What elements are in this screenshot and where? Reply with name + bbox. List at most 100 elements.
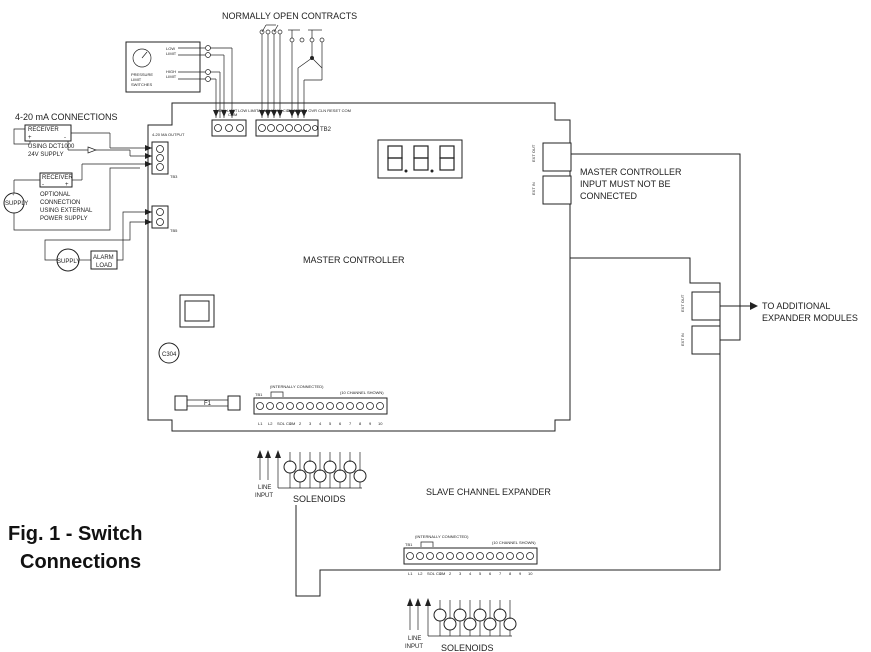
svg-text:4-20 MA OUTPUT: 4-20 MA OUTPUT xyxy=(152,132,185,137)
svg-text:8: 8 xyxy=(359,421,362,426)
svg-text:DV ALARM OVR CLN RESET COM: DV ALARM OVR CLN RESET COM xyxy=(287,108,351,113)
to-additional-label-1: TO ADDITIONAL xyxy=(762,301,830,311)
tb3-terminal-block: 4-20 MA OUTPUT TB3 TB5 xyxy=(151,132,185,233)
ma-connections-label: 4-20 mA CONNECTIONS xyxy=(15,112,118,122)
slave-line-input: LINE INPUT xyxy=(405,598,423,650)
svg-text:OPTIONAL: OPTIONAL xyxy=(40,192,71,198)
svg-text:C304: C304 xyxy=(162,352,177,358)
svg-text:L2: L2 xyxy=(268,421,273,426)
svg-text:TB2: TB2 xyxy=(320,127,332,133)
master-tb1-terminal-block: (INTERNALLY CONNECTED) (10 CHANNEL SHOWN… xyxy=(253,384,388,426)
alarm-load: ALARM LOAD xyxy=(90,250,118,270)
master-controller-board xyxy=(147,102,571,432)
svg-text:INPUT: INPUT xyxy=(405,644,423,650)
svg-text:HIGH: HIGH xyxy=(166,69,176,74)
svg-text:+: + xyxy=(28,135,32,141)
svg-text:EXT IN: EXT IN xyxy=(531,182,536,195)
svg-text:L2: L2 xyxy=(418,571,423,576)
svg-text:RECEIVER: RECEIVER xyxy=(28,127,59,133)
tb2-terminal-block: HIGH LIMIT COM LOW LIMIT ALARM/MSN COM M… xyxy=(211,108,351,137)
to-additional-label-2: EXPANDER MODULES xyxy=(762,313,858,323)
svg-text:+: + xyxy=(12,192,15,197)
svg-text:RECEIVER: RECEIVER xyxy=(42,175,73,181)
svg-text:SWITCHES: SWITCHES xyxy=(131,82,152,87)
svg-text:6: 6 xyxy=(339,421,342,426)
master-input-note-2: INPUT MUST NOT BE xyxy=(580,179,671,189)
svg-text:7: 7 xyxy=(349,421,352,426)
svg-text:TB1: TB1 xyxy=(405,542,413,547)
svg-text:LIMIT: LIMIT xyxy=(131,77,142,82)
svg-text:LIMIT: LIMIT xyxy=(166,74,177,79)
supply-24v-label: 24V SUPPLY xyxy=(28,152,64,158)
svg-text:CONNECTION: CONNECTION xyxy=(40,200,80,206)
receiver-dct1000: RECEIVER + - xyxy=(24,124,72,142)
alarm-supply: SUPPLY xyxy=(56,248,80,272)
svg-text:SUPPLY: SUPPLY xyxy=(57,259,80,265)
svg-text:8: 8 xyxy=(509,571,512,576)
capacitor-c304: C304 xyxy=(158,342,180,364)
slave-expander-label: SLAVE CHANNEL EXPANDER xyxy=(426,487,551,497)
master-solenoids: SOLENOIDS xyxy=(275,450,367,504)
svg-text:SOLENOIDS: SOLENOIDS xyxy=(293,494,346,504)
svg-text:COM: COM xyxy=(228,112,237,117)
master-input-note-1: MASTER CONTROLLER xyxy=(580,167,682,177)
svg-text:3: 3 xyxy=(309,421,312,426)
svg-text:LOAD: LOAD xyxy=(96,263,113,269)
svg-text:F1: F1 xyxy=(204,401,212,407)
pressure-limit-switches: PRESSURE LIMIT SWITCHES LOW LIMIT HIGH L… xyxy=(125,41,235,118)
svg-text:6: 6 xyxy=(489,571,492,576)
svg-text:+: + xyxy=(65,182,69,188)
svg-text:POWER SUPPLY: POWER SUPPLY xyxy=(40,216,88,222)
svg-text:1: 1 xyxy=(439,571,442,576)
seven-segment-display xyxy=(377,139,463,179)
svg-text:1: 1 xyxy=(289,421,292,426)
master-input-note-3: CONNECTED xyxy=(580,191,638,201)
master-line-input: LINE INPUT xyxy=(255,450,273,499)
svg-text:ALARM/MSN COM MODE: ALARM/MSN COM MODE xyxy=(258,108,306,113)
svg-text:(10 CHANNEL SHOWN): (10 CHANNEL SHOWN) xyxy=(340,390,384,395)
svg-text:2: 2 xyxy=(299,421,302,426)
svg-text:5: 5 xyxy=(329,421,332,426)
svg-text:EXT IN: EXT IN xyxy=(680,333,685,346)
master-controller-label: MASTER CONTROLLER xyxy=(303,255,405,265)
svg-text:2: 2 xyxy=(449,571,452,576)
svg-text:LOW LIMIT: LOW LIMIT xyxy=(238,108,259,113)
optional-supply: + SUPPLY xyxy=(3,192,28,214)
svg-text:LIMIT: LIMIT xyxy=(166,51,177,56)
svg-text:EXT OUT: EXT OUT xyxy=(531,144,536,162)
svg-text:PRESSURE: PRESSURE xyxy=(131,72,153,77)
svg-text:L1: L1 xyxy=(258,421,263,426)
ext-link-wire xyxy=(571,153,741,341)
svg-text:ALARM: ALARM xyxy=(93,255,114,261)
svg-text:5: 5 xyxy=(479,571,482,576)
svg-text:-: - xyxy=(42,182,44,188)
svg-text:4: 4 xyxy=(319,421,322,426)
optional-receiver: RECEIVER - + xyxy=(39,172,73,188)
normally-open-label: NORMALLY OPEN CONTRACTS xyxy=(222,11,357,21)
figure-caption-line2: Connections xyxy=(20,551,141,573)
svg-text:LINE: LINE xyxy=(408,636,421,642)
svg-text:TB5: TB5 xyxy=(170,228,178,233)
normally-open-contacts xyxy=(259,24,325,118)
svg-text:EXT OUT: EXT OUT xyxy=(680,294,685,312)
svg-text:SUPPLY: SUPPLY xyxy=(5,201,28,207)
svg-text:-: - xyxy=(64,135,66,141)
svg-text:INPUT: INPUT xyxy=(255,493,273,499)
expander-ext-connectors: EXT OUT EXT IN xyxy=(680,291,721,355)
svg-text:HIGH LIMIT: HIGH LIMIT xyxy=(216,108,238,113)
slave-expander-board xyxy=(295,257,721,597)
svg-text:9: 9 xyxy=(369,421,372,426)
svg-text:TB3: TB3 xyxy=(170,174,178,179)
svg-text:LOW: LOW xyxy=(166,46,175,51)
figure-caption-line1: Fig. 1 - Switch xyxy=(8,523,142,545)
svg-text:SOLENOIDS: SOLENOIDS xyxy=(441,643,494,652)
svg-text:10: 10 xyxy=(378,421,383,426)
svg-text:LINE: LINE xyxy=(258,485,271,491)
svg-text:USING EXTERNAL: USING EXTERNAL xyxy=(40,208,93,214)
svg-text:L1: L1 xyxy=(408,571,413,576)
svg-text:7: 7 xyxy=(499,571,502,576)
svg-text:3: 3 xyxy=(459,571,462,576)
svg-text:TB1: TB1 xyxy=(255,392,263,397)
svg-text:(10 CHANNEL SHOWN): (10 CHANNEL SHOWN) xyxy=(492,540,536,545)
